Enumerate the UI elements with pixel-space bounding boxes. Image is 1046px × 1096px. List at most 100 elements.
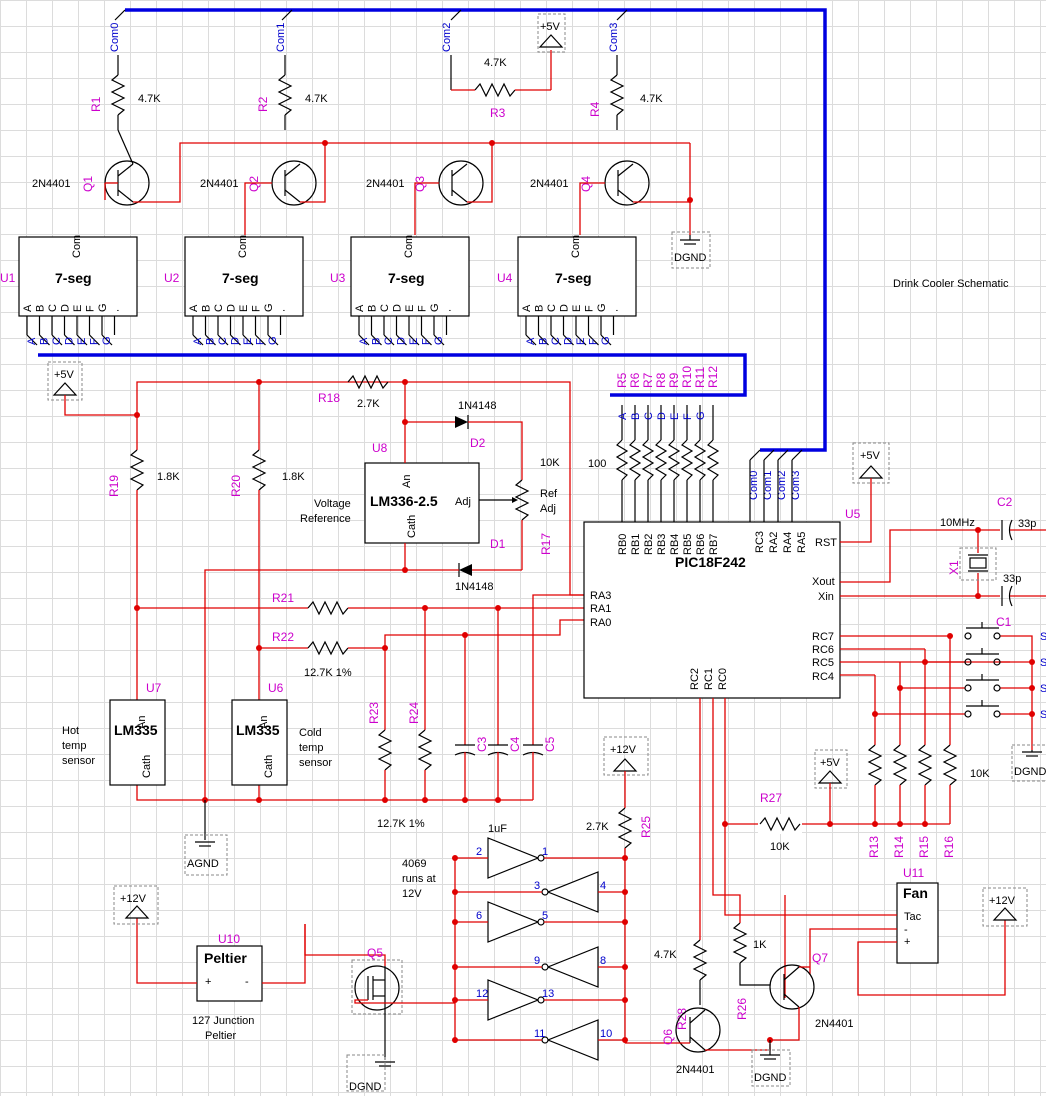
inverter-gate (487, 979, 540, 1021)
segment-net-label: G (101, 336, 113, 345)
svg-text:4.7K: 4.7K (305, 93, 328, 105)
u4-display: Com 7-seg U4 (497, 235, 637, 317)
pushbuttons (964, 622, 1001, 718)
x1-crystal: X1 10MHz (840, 517, 997, 599)
svg-text:U11: U11 (903, 866, 924, 880)
svg-text:RC4: RC4 (812, 671, 834, 683)
r25-resistor: 2.7K R25 (586, 771, 653, 849)
com0-label: Com0 (109, 23, 121, 52)
svg-text:2N4401: 2N4401 (676, 1064, 715, 1076)
svg-text:R2: R2 (256, 96, 270, 112)
segment-bus-tap (550, 334, 562, 346)
svg-text:Q7: Q7 (812, 951, 828, 965)
svg-text:1K: 1K (753, 939, 767, 951)
rb-net-label: E (669, 413, 681, 420)
segment-net-label: B (538, 338, 550, 345)
svg-text:R26: R26 (735, 998, 749, 1020)
svg-text:33p: 33p (1003, 573, 1021, 585)
inverter-gate (546, 871, 599, 913)
segment-net-label: A (525, 337, 537, 345)
segment-pin-label: C (47, 304, 59, 312)
rb-pin-label: RB5 (682, 534, 694, 555)
svg-text:1.8K: 1.8K (157, 471, 180, 483)
svg-text:+: + (904, 936, 910, 948)
segment-bus-tap (538, 334, 549, 346)
q7-transistor: Q7 2N4401 (769, 951, 854, 1041)
segment-net-label: F (255, 338, 267, 345)
rb-pin-label: RB1 (630, 534, 642, 555)
svg-text:R27: R27 (760, 791, 782, 805)
segment-net-label: A (192, 337, 204, 345)
svg-text:Q1: Q1 (81, 176, 95, 192)
svg-text:4.7K: 4.7K (654, 949, 677, 961)
p5v-supply-r3: +5V (537, 13, 566, 53)
svg-text:U2: U2 (164, 271, 180, 285)
svg-text:2N4401: 2N4401 (32, 178, 71, 190)
svg-text:2.7K: 2.7K (586, 821, 609, 833)
svg-text:R4: R4 (588, 101, 602, 117)
rb-resistor (628, 439, 642, 481)
svg-text:RC7: RC7 (812, 631, 834, 643)
svg-text:Ref: Ref (540, 488, 558, 500)
segment-pin-label: D (60, 304, 72, 312)
segment-net-label: E (575, 338, 587, 345)
inverter-pin: 8 (600, 955, 606, 967)
rb-net-label: G (695, 411, 707, 420)
r4-resistor: R4 4.7K (588, 55, 663, 130)
segment-net-label: B (39, 338, 51, 345)
u6-cold-sensor: An LM335 Cath U6 Cold temp sensor (231, 681, 332, 786)
svg-text:33p: 33p (1018, 518, 1036, 530)
segment-pin-label: E (238, 305, 250, 312)
segment-pin-label: C (379, 304, 391, 312)
svg-text:C1: C1 (996, 615, 1012, 629)
svg-text:7-seg: 7-seg (555, 270, 592, 286)
svg-text:Q2: Q2 (247, 176, 261, 192)
rb-pin-label: RB2 (643, 534, 655, 555)
svg-text:Cold: Cold (299, 727, 322, 739)
inverter-pin: 3 (534, 880, 540, 892)
pullup-ref: R15 (917, 836, 931, 858)
svg-text:Xout: Xout (812, 576, 835, 588)
inverter-gate (546, 946, 599, 988)
segment-net-label: F (421, 338, 433, 345)
switch-contact (993, 658, 1001, 666)
segment-pin-label: E (72, 305, 84, 312)
switch-network: C1 (840, 615, 1035, 750)
svg-text:U10: U10 (218, 932, 240, 946)
pullup-ref: R16 (942, 836, 956, 858)
com-labels: Com0 Com1 Com2 Com3 Com0 Com1 Com2 Com3 (109, 23, 802, 500)
svg-text:U6: U6 (268, 681, 284, 695)
svg-text:S: S (1040, 709, 1046, 721)
segment-pin-label: . (110, 309, 122, 312)
segment-pin-label: D (226, 304, 238, 312)
rb-pin-label: RB3 (656, 534, 668, 555)
inverter-pin: 5 (542, 910, 548, 922)
svg-text:D1: D1 (490, 537, 506, 551)
segment-bus-tap (205, 334, 216, 346)
rb-resistor-ref: R11 (693, 367, 707, 388)
inverter-pin: 9 (534, 955, 540, 967)
segment-net-label: C (383, 337, 395, 345)
svg-text:127 Junction: 127 Junction (192, 1015, 254, 1027)
switch-contact (993, 632, 1001, 640)
segment-bus-tap (396, 334, 407, 346)
p5v-supply-pic: +5V (840, 442, 890, 543)
segment-bus-tap (525, 334, 537, 346)
segment-bus-tap (383, 334, 395, 346)
segment-bus-tap (51, 334, 63, 346)
svg-text:12.7K 1%: 12.7K 1% (377, 818, 425, 830)
svg-text:RC0: RC0 (717, 668, 729, 690)
segment-pin-label: E (571, 305, 583, 312)
svg-text:DGND: DGND (754, 1072, 786, 1084)
segment-bus-tap (371, 334, 382, 346)
segment-net-label: F (588, 338, 600, 345)
svg-text:Adj: Adj (455, 496, 471, 508)
svg-text:An: An (136, 716, 148, 729)
svg-text:LM335: LM335 (114, 722, 158, 738)
r18-resistor: R18 2.7K (318, 374, 389, 410)
segment-bus-tap (230, 334, 241, 346)
agnd-symbol: AGND (184, 834, 228, 876)
svg-text:4069: 4069 (402, 858, 426, 870)
segment-pin-label: B (201, 305, 213, 312)
